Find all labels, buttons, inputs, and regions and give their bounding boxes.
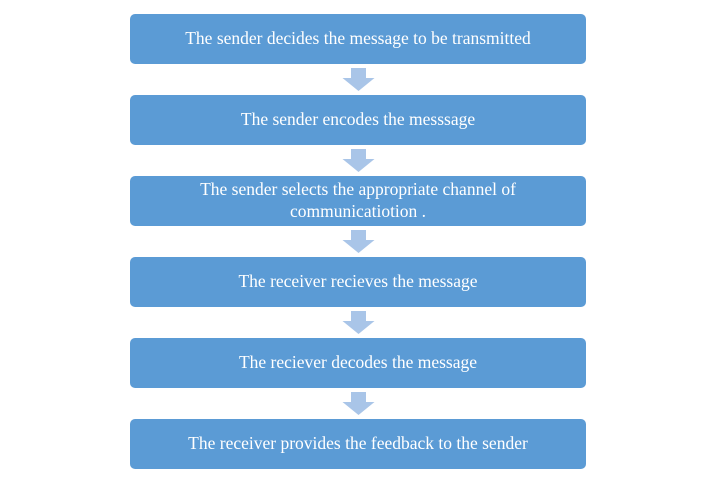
step-label: The receiver provides the feedback to th… bbox=[188, 433, 528, 454]
down-arrow-icon bbox=[341, 307, 376, 338]
step-box-5: The reciever decodes the message bbox=[130, 338, 586, 388]
down-arrow-shape bbox=[342, 311, 374, 334]
step-box-6: The receiver provides the feedback to th… bbox=[130, 419, 586, 469]
step-box-4: The receiver recieves the message bbox=[130, 257, 586, 307]
down-arrow-shape bbox=[342, 149, 374, 172]
step-box-2: The sender encodes the messsage bbox=[130, 95, 586, 145]
down-arrow-icon bbox=[341, 226, 376, 257]
step-box-3: The sender selects the appropriate chann… bbox=[130, 176, 586, 226]
step-label: The sender selects the appropriate chann… bbox=[200, 179, 516, 221]
down-arrow-shape bbox=[342, 392, 374, 415]
down-arrow-shape bbox=[342, 68, 374, 91]
step-label: The sender decides the message to be tra… bbox=[185, 28, 531, 49]
step-box-1: The sender decides the message to be tra… bbox=[130, 14, 586, 64]
down-arrow-icon bbox=[341, 388, 376, 419]
step-label: The reciever decodes the message bbox=[238, 352, 478, 373]
step-label: The receiver recieves the message bbox=[238, 271, 478, 292]
down-arrow-icon bbox=[341, 64, 376, 95]
down-arrow-icon bbox=[341, 145, 376, 176]
step-label: The sender encodes the messsage bbox=[240, 109, 476, 130]
down-arrow-shape bbox=[342, 230, 374, 253]
